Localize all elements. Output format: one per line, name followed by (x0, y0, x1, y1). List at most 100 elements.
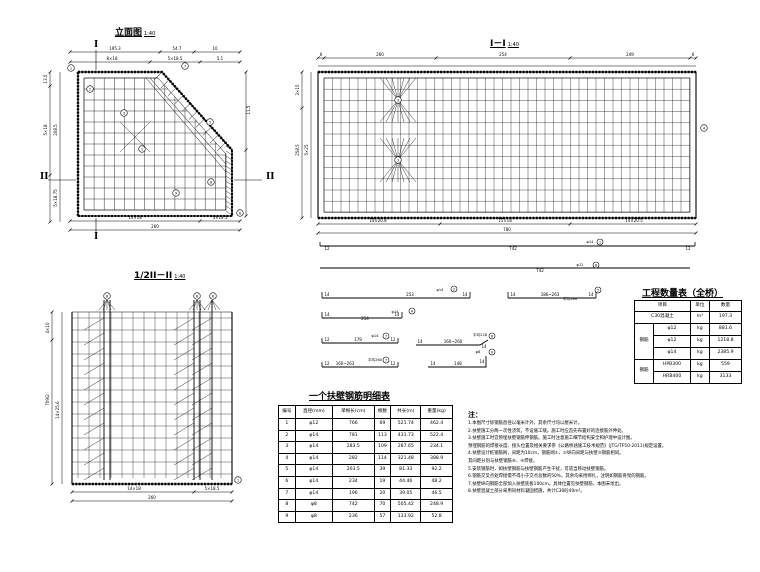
fan-rebar (83, 347, 105, 361)
fan-rebar (196, 299, 206, 311)
table-cell: 2385.9 (708, 347, 743, 360)
dim-tick (300, 70, 304, 74)
stirrup (209, 135, 219, 144)
fan-rebar (211, 299, 221, 311)
dim-label: 160~263 (336, 361, 355, 366)
dim-label: 5×25 (304, 144, 309, 155)
dim-label: 5×18 (43, 124, 48, 135)
section-mark-bottom: I (94, 232, 99, 242)
rebar-number-circle (408, 307, 416, 315)
dim-tick (238, 219, 242, 223)
table-cell: 203.5 (331, 464, 375, 477)
dim-label: 254 (499, 52, 507, 57)
rebar-number-circle (120, 109, 128, 117)
dim-tick (70, 490, 74, 494)
hatch (225, 200, 233, 206)
table-cell: kg (689, 371, 710, 384)
dim-label: 195.3 (109, 46, 121, 51)
rebar-number-circle (594, 286, 602, 294)
table-cell: 113 (373, 429, 392, 443)
wall-outline (317, 71, 697, 219)
dim-tick (158, 50, 162, 54)
bar-spec: φ14 (392, 310, 400, 314)
fan-rebar (191, 422, 213, 436)
dim-label: 14 (324, 292, 330, 297)
rebar-number: 8 (196, 294, 199, 298)
dim-tick (68, 60, 72, 64)
fan-rebar (191, 377, 213, 391)
dim-label: 14 (481, 344, 487, 349)
table-cell: φ14 (294, 441, 333, 454)
fan-rebar (83, 467, 105, 481)
table-cell: φ14 (294, 487, 333, 501)
section-2-view (50, 292, 242, 503)
rebar-number-circle (234, 476, 242, 484)
diagonal-rebar (149, 77, 227, 165)
rebar-number-circle (138, 145, 146, 153)
dim-label: 5×18.5 (213, 215, 228, 220)
fan-rebar (385, 99, 399, 123)
quantity-table-header-cell: 项目 (634, 300, 691, 312)
dim-tick (68, 219, 72, 223)
dim-tick (694, 231, 698, 235)
table-cell: 781 (331, 429, 375, 443)
rebar-number: 5 (209, 120, 211, 124)
dim-label: 249 (626, 52, 634, 57)
table-cell: 462.4 (420, 418, 453, 431)
dim-label: 12 (390, 361, 396, 366)
dim-label: 6 (692, 52, 695, 57)
dim-label: 179 (354, 337, 362, 342)
table-cell: 钢筋 (633, 323, 655, 360)
rebar-table-header-cell: 根数 (373, 405, 392, 419)
rebar-number: 1 (599, 240, 601, 244)
fan-rebar (397, 77, 417, 101)
dim-tick (192, 490, 196, 494)
rebar-table-header-cell: 共长(m) (390, 405, 422, 419)
dim-tick (192, 50, 196, 54)
table-cell: 2 (278, 429, 296, 443)
diagonal-rebar (145, 77, 227, 173)
table-cell: 881.6 (708, 323, 743, 336)
fan-rebar (391, 159, 399, 183)
table-cell: 388.9 (420, 452, 453, 466)
rebar-number: 6 (239, 211, 242, 215)
dim-label: 258.5 (295, 144, 300, 156)
fan-rebar (379, 77, 399, 101)
table-cell: 9 (278, 510, 296, 524)
rebar-number: 7 (184, 64, 186, 68)
table-cell: 48.2 (420, 475, 453, 489)
fan-rebar (391, 77, 399, 101)
table-cell: 742 (331, 499, 375, 512)
fan-rebar (191, 452, 213, 466)
fan-rebar (191, 467, 213, 481)
dim-tick (48, 84, 52, 88)
dim-label: 12 (390, 337, 396, 342)
dim-label: 208.5 (53, 124, 58, 136)
fan-rebar (188, 299, 198, 311)
table-cell: 109 (373, 441, 392, 454)
dim-label: 54.7 (173, 46, 182, 51)
fan-rebar (385, 77, 399, 101)
fan-rebar (191, 332, 213, 346)
table-cell: C30混凝土 (634, 311, 691, 324)
fan-rebar (83, 437, 105, 451)
fan-rebar (83, 392, 105, 406)
hatch-bottom (78, 150, 233, 217)
section-mark-top: I (94, 40, 99, 50)
rebar-number-circle (382, 356, 390, 364)
fan-rebar (203, 299, 213, 311)
fan-rebar (397, 137, 405, 161)
table-cell: 6 (278, 475, 296, 489)
dim-label: 14×25.6 (55, 401, 60, 419)
hatch (225, 180, 233, 186)
fan-rebar (191, 317, 213, 331)
rebar-shapes (319, 238, 696, 368)
hatch (225, 170, 233, 176)
rebar-table-header-cell: 编号 (278, 405, 296, 419)
